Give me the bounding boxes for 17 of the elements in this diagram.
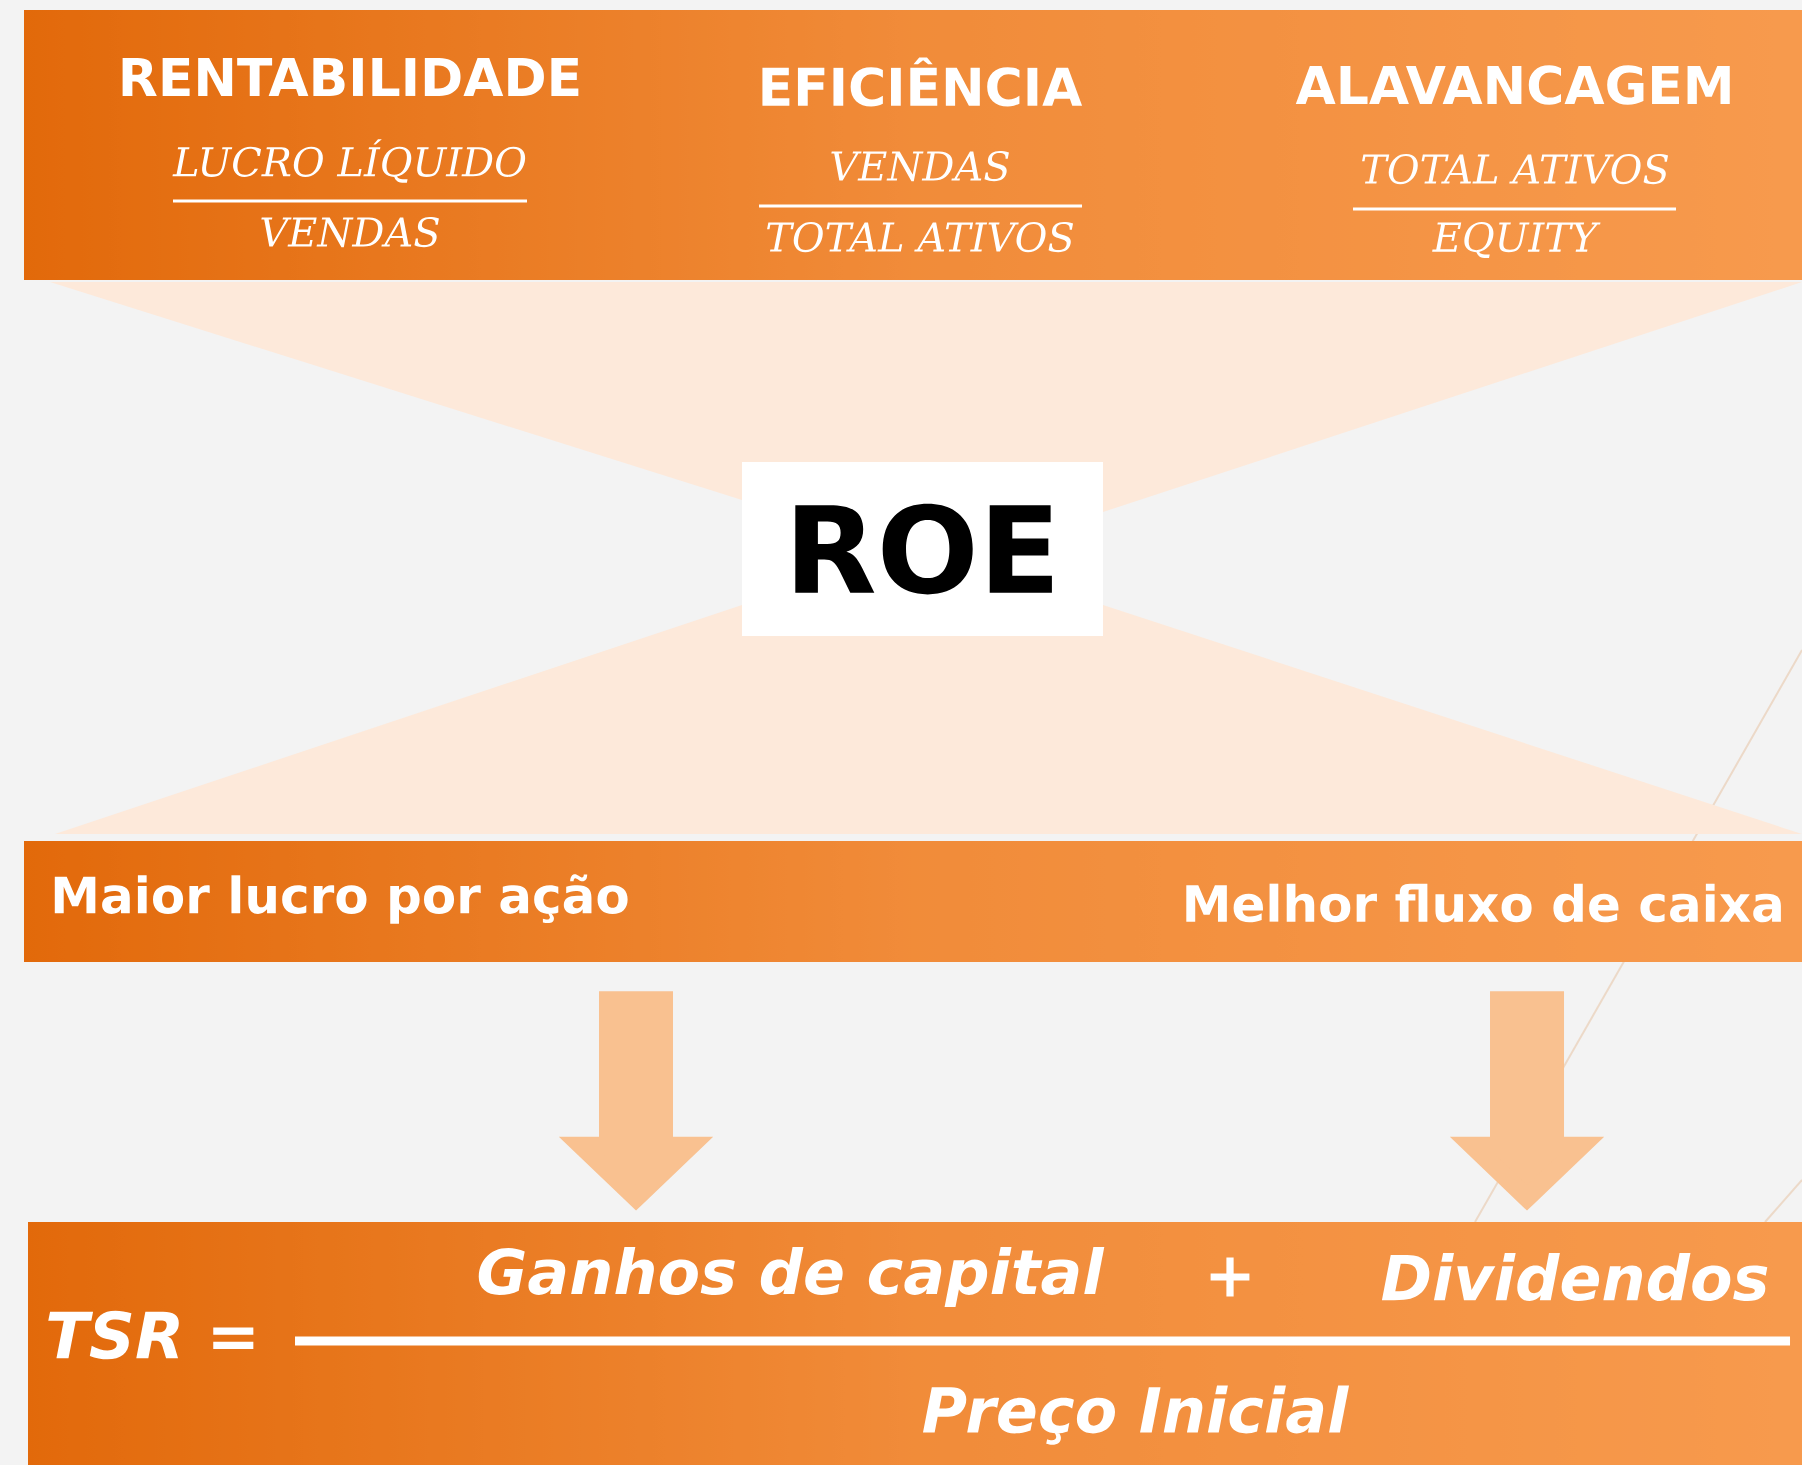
ratio-heading: ALAVANCAGEM	[1295, 65, 1730, 105]
ratio-denominator: EQUITY	[1432, 221, 1601, 259]
roe-box: ROE	[742, 462, 1103, 636]
formula-text: +	[1210, 1257, 1250, 1297]
ratio-heading: RENTABILIDADE	[122, 58, 579, 96]
formula-text: Dividendos	[1381, 1253, 1768, 1301]
ratio-denominator: TOTAL ATIVOS	[767, 221, 1074, 253]
ratio-numerator: TOTAL ATIVOS	[1362, 153, 1669, 185]
formula-text: Ganhos de capital	[478, 1247, 1105, 1307]
ratio-denominator: VENDAS	[261, 216, 439, 248]
ratio-numerator: LUCRO LÍQUIDO	[172, 139, 526, 183]
band-text: Maior lucro por ação	[54, 874, 628, 924]
ratio-heading: EFICIÊNCIA	[762, 57, 1083, 107]
ratio-numerator: VENDAS	[831, 150, 1009, 182]
formula-text: TSR =	[48, 1310, 254, 1360]
formula-text: Preço Inicial	[923, 1385, 1350, 1445]
band-text: Melhor fluxo de caixa	[1186, 883, 1781, 923]
